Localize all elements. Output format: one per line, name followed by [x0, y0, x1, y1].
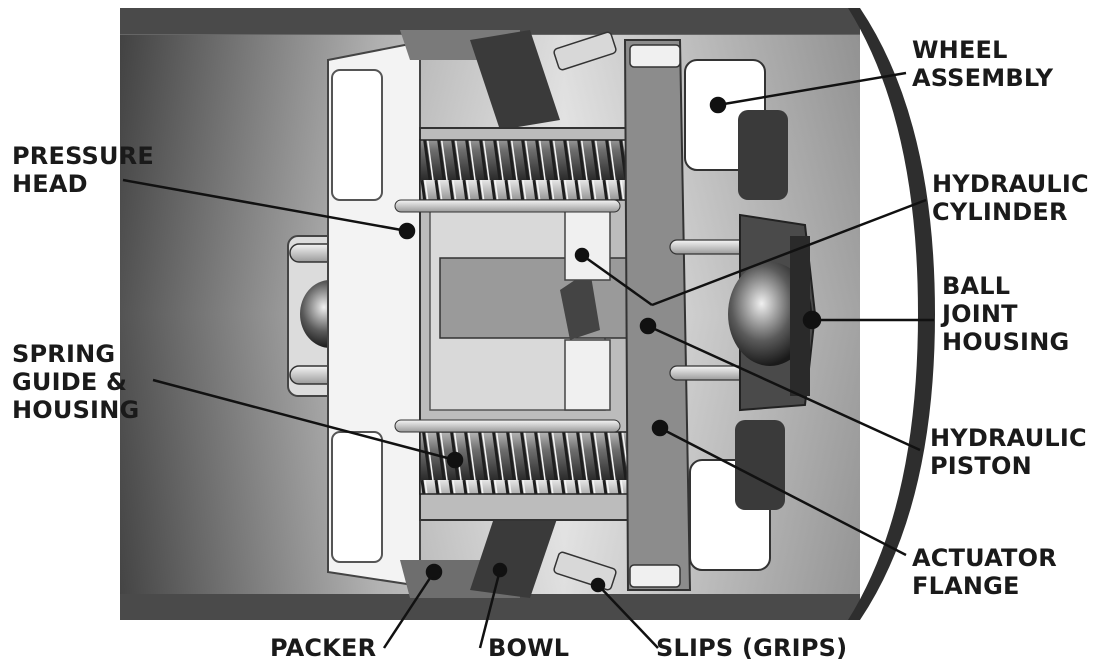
leader-slips [597, 584, 659, 649]
leader-spring-guide [152, 378, 456, 462]
leader-lines [122, 71, 934, 649]
label-slips-grips: SLIPS (GRIPS) [656, 634, 848, 662]
label-hydraulic-piston: HYDRAULIC PISTON [930, 424, 1087, 480]
leader-hydraulic-piston [647, 324, 921, 452]
label-actuator-flange: ACTUATOR FLANGE [912, 544, 1057, 600]
label-pressure-head: PRESSURE HEAD [12, 142, 154, 198]
slips-top [553, 31, 681, 71]
leader-wheel-assembly [717, 71, 907, 107]
label-spring-guide-housing: SPRING GUIDE & HOUSING [12, 340, 140, 424]
label-hydraulic-cylinder: HYDRAULIC CYLINDER [932, 170, 1089, 226]
pipe-rim [848, 8, 935, 620]
label-packer: PACKER [270, 634, 377, 662]
leader-pressure-head [122, 178, 408, 233]
pipe-top-wall [120, 8, 860, 34]
leader-packer [382, 571, 436, 649]
leader-actuator-flange [659, 426, 907, 557]
label-wheel-assembly: WHEEL ASSEMBLY [912, 36, 1054, 92]
plug-body [327, 30, 692, 598]
label-ball-joint-housing: BALL JOINT HOUSING [942, 272, 1070, 356]
upper-spring [419, 139, 651, 201]
leader-hydraulic-cylinder [581, 253, 653, 307]
leader-bowl [478, 569, 502, 649]
label-bowl: BOWL [488, 634, 570, 662]
